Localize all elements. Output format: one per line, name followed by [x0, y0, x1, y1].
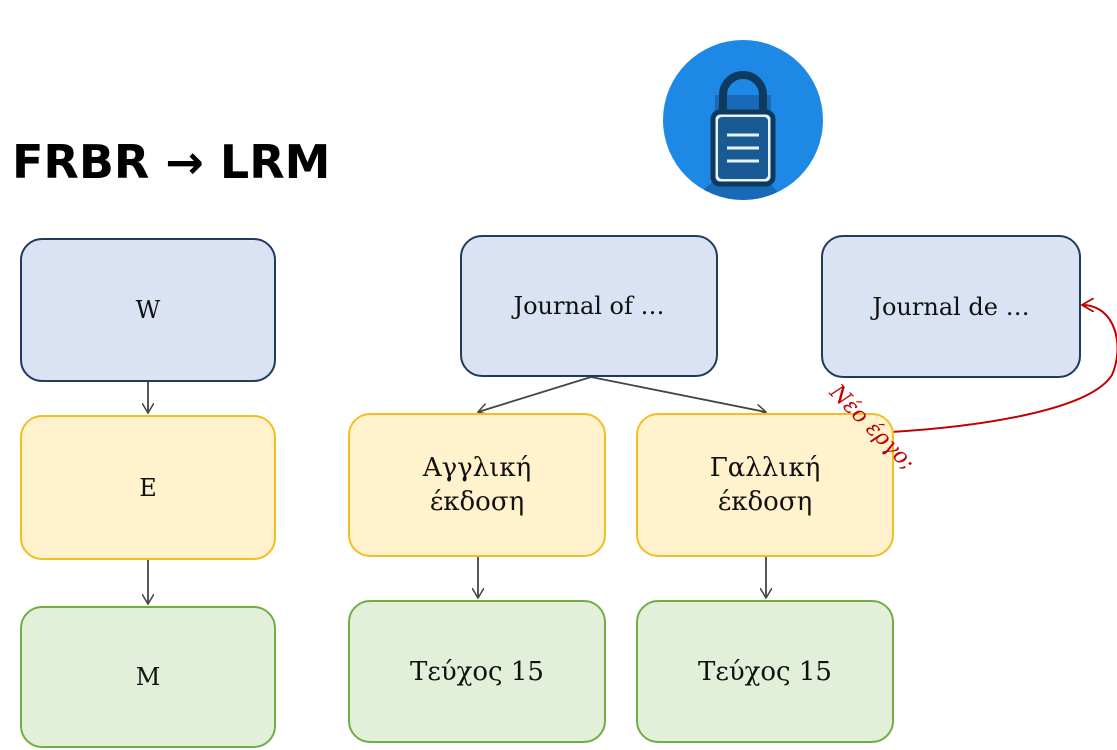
- manifestation-french-issue: Τεύχος 15: [636, 600, 894, 743]
- expression-box: E: [20, 415, 276, 560]
- work-box: W: [20, 238, 276, 382]
- expression-label: E: [139, 473, 157, 502]
- arrow-journal-to-english: [478, 376, 592, 412]
- arrow-journal-to-french: [590, 376, 766, 412]
- work-journal-of: Journal of …: [460, 235, 718, 377]
- lock-icon: [663, 40, 823, 200]
- french-issue-label: Τεύχος 15: [698, 656, 832, 687]
- english-issue-label: Τεύχος 15: [410, 656, 544, 687]
- expression-english: Αγγλική έκδοση: [348, 413, 606, 557]
- work-journal-de: Journal de …: [821, 235, 1081, 378]
- expression-french: Γαλλική έκδοση: [636, 413, 894, 557]
- manifestation-label: M: [135, 663, 161, 691]
- french-expression-line2: έκδοση: [717, 487, 813, 517]
- work-label: W: [135, 296, 161, 324]
- manifestation-english-issue: Τεύχος 15: [348, 600, 606, 743]
- journal-de-label: Journal de …: [872, 292, 1030, 321]
- curved-arrow-new-work: [871, 305, 1117, 434]
- french-expression-line1: Γαλλική: [709, 453, 821, 483]
- english-expression-line1: Αγγλική: [422, 453, 532, 483]
- manifestation-box: M: [20, 606, 276, 748]
- journal-of-label: Journal of …: [513, 292, 665, 320]
- diagram-title: FRBR → LRM: [12, 135, 331, 189]
- english-expression-line2: έκδοση: [429, 487, 525, 517]
